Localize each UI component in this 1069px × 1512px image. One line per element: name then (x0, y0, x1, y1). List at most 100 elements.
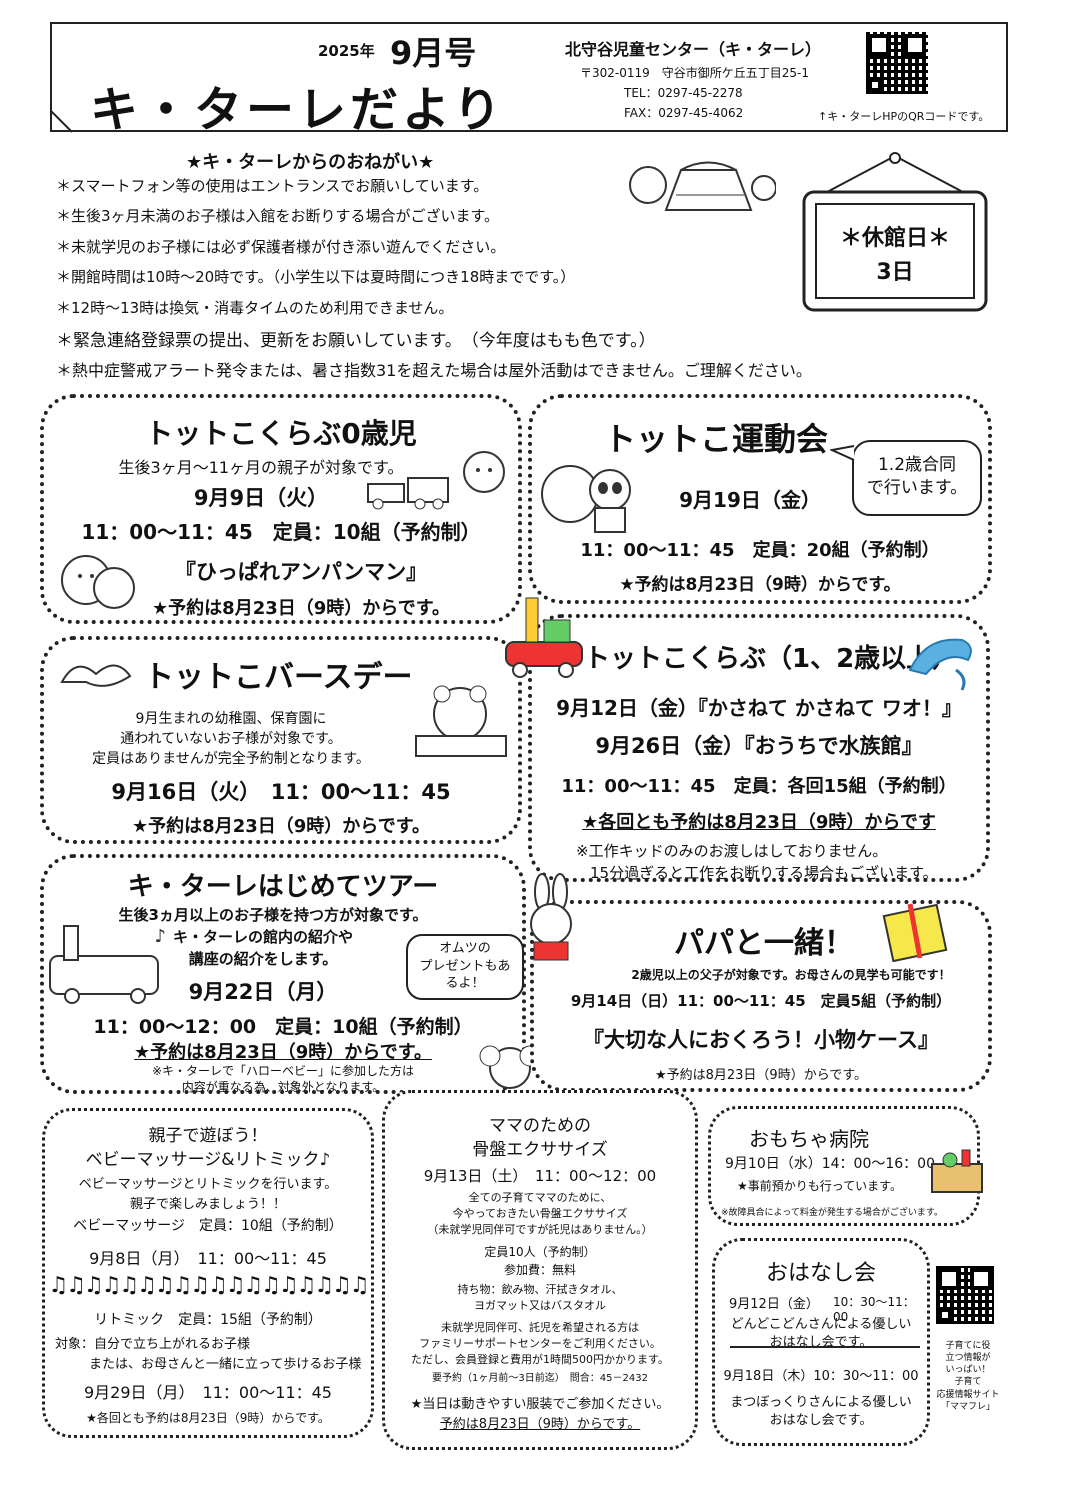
tour-desc: キ・ターレの館内の紹介や (172, 928, 353, 946)
pelvis-title: 骨盤エクササイズ (472, 1140, 608, 1160)
newsletter-title: キ・ターレだより (90, 82, 506, 138)
sports-bubble-line: 1.2歳合同 (877, 455, 957, 475)
address: 〒302-0119 守谷市御所ケ丘五丁目25-1 (580, 66, 810, 80)
music-notes-decoration: ♫♫♫♫♫♫♫♫♫♫♫♫♫♫♫♫♫♫ (48, 1273, 369, 1298)
tour-note: 内容が重なる為、対象外となります。 (181, 1080, 385, 1094)
pelvis-childcare: 未就学児同伴可、託児を希望される方は (441, 1321, 639, 1334)
rhythmic-capacity: リトミック 定員：15組（予約制） (94, 1312, 322, 1328)
dolphin-icon (908, 638, 972, 691)
building-illustration-icon (629, 161, 776, 211)
tel: TEL：0297-45-2278 (624, 86, 743, 100)
mamafure-qr-code[interactable] (936, 1266, 994, 1324)
pelvis-capacity: 定員10人（予約制） (484, 1245, 596, 1259)
pelvis-reserve: ★当日は動きやすい服装でご参加ください。 (410, 1397, 670, 1412)
papa-desc: 2歳児以上の父子が対象です。お母さんの見学も可能です！ (631, 968, 951, 982)
story-time: 10：30～11：00 (833, 1295, 915, 1324)
baby-club-date: 9月9日（火） (193, 486, 329, 510)
center-name: 北守谷児童センター（キ・ターレ） (565, 40, 822, 59)
rhythm-title: ベビーマッサージ&リトミック♪ (85, 1150, 331, 1170)
sports-bubble: 1.2歳合同 で行います。 (852, 440, 982, 516)
request-item: ＊未就学児のお子様には必ず保護者様が付き添い遊んでください。 (56, 238, 506, 256)
qr-caption: ↑キ・ターレHPのQRコードです。 (818, 110, 990, 123)
story-box: おはなし会 9月12日（金） 10：30～11：00 どんどこどんさんによる優し… (712, 1238, 930, 1446)
birthday-reserve: ★予約は8月23日（9時）からです。 (132, 816, 430, 837)
story-desc: どんどこどんさんによる優しい (730, 1317, 912, 1332)
pelvis-desc: 全ての子育てママのために、 (468, 1191, 612, 1204)
sports-reserve: ★予約は8月23日（9時）からです。 (619, 575, 901, 595)
toy-car-icon (505, 597, 583, 678)
header-corner-fold (50, 110, 73, 133)
papa-theme: 『大切な人におくろう！小物ケース』 (583, 1028, 939, 1052)
closed-sign-frame-icon (802, 152, 988, 312)
pelvis-reserve: 予約は8月23日（9時）からです。 (439, 1417, 641, 1432)
issue-year: 2025年 (318, 42, 375, 60)
papa-datetime: 9月14日（日）11：00～11：45 定員5組（予約制） (570, 992, 952, 1010)
sports-date: 9月19日（金） (679, 488, 821, 512)
request-item: ＊緊急連絡登録票の提出、更新をお願いしています。 （今年度はもも色です。） (56, 331, 656, 351)
club12-note: 15分過ぎると工作をお断りする場合もございます。 (590, 864, 938, 882)
story-divider (730, 1346, 920, 1348)
pelvis-childcare: ファミリーサポートセンターをご利用ください。 (419, 1337, 661, 1350)
tour-desc: 講座の紹介をします。 (188, 950, 338, 968)
club12-reserve: ★各回とも予約は8月23日（9時）からです (582, 812, 936, 833)
tour-title: キ・ターレはじめてツアー (127, 872, 439, 902)
massage-date: 9月8日（月） 11：00～11：45 (89, 1249, 327, 1268)
side-info-line: いっぱい！ (945, 1365, 991, 1376)
birthday-desc-line: 9月生まれの幼稚園、保育園に (135, 711, 327, 727)
pelvis-contact: 要予約（1ヶ月前～3日前迄） 問合：45－2432 (432, 1373, 648, 1384)
svg-text:♪: ♪ (155, 926, 167, 947)
side-info-line: 「ママフレ」 (940, 1401, 995, 1412)
birthday-desc-line: 定員はありませんが完全予約制となります。 (92, 751, 370, 767)
sports-bubble-line: で行います。 (866, 477, 968, 498)
side-info: 子育てに役 立つ情報が いっぱい！ 子育て 応援情報サイト 「ママフレ」 (930, 1340, 1006, 1413)
birthday-datetime: 9月16日（火） 11：00～11：45 (111, 780, 451, 804)
pelvis-childcare: ただし、会員登録と費用が1時間500円かかります。 (411, 1353, 669, 1366)
tour-bubble-line: オムツの (439, 941, 491, 956)
chicks-icon (61, 555, 135, 609)
papa-title: パパと一緒！ (674, 926, 854, 961)
rhythmic-date: 9月29日（月） 11：00～11：45 (84, 1383, 332, 1402)
request-item: ＊生後3ヶ月未満のお子様は入館をお断りする場合がございます。 (56, 207, 500, 225)
side-info-line: 子育て (954, 1377, 982, 1388)
pelvis-items: 持ち物：飲み物、汗拭きタオル、 (457, 1283, 623, 1296)
request-item: ＊熱中症警戒アラート発令または、暑さ指数31を超えた場合は屋外活動はできません。… (56, 361, 812, 380)
story-date: 9月12日（金） (729, 1297, 819, 1312)
toy-box-icon (931, 1149, 983, 1193)
side-info-line: 立つ情報が (945, 1353, 991, 1364)
pelvis-items: ヨガマット又はバスタオル (474, 1299, 606, 1312)
sports-time: 11：00～11：45 定員：20組（予約制） (580, 540, 940, 561)
toy-hospital-datetime: 9月10日（水）14：00～16：00 (725, 1156, 935, 1172)
birthday-title: トットこバースデー (144, 660, 413, 695)
sports-title: トットこ運動会 (604, 420, 829, 458)
bus-icon: ♪ (49, 925, 167, 1004)
pelvis-desc: 今やっておきたい骨盤エクササイズ (452, 1207, 628, 1220)
requests-title: ★キ・ターレからのおねがい★ (186, 152, 435, 173)
bubble-tail-icon (830, 445, 855, 461)
baby-club-target: 生後3ヶ月～11ヶ月の親子が対象です。 (118, 458, 404, 477)
rhythm-reserve: ★各回とも予約は8月23日（9時）からです。 (86, 1411, 330, 1425)
toy-train-icon (367, 451, 505, 510)
issue-month: 9月号 (390, 34, 477, 72)
closed-day: 3日 (876, 260, 914, 285)
club12-session: 9月26日（金）『おうちで水族館』 (595, 734, 923, 758)
side-info-line: 子育てに役 (945, 1341, 991, 1351)
request-item: ＊開館時間は10時～20時です。（小学生以下は夏時間につき18時までです。） (56, 268, 576, 286)
tour-bubble: オムツの プレゼントもあ るよ！ (406, 934, 524, 1000)
homepage-qr-code[interactable] (866, 32, 928, 94)
rhythm-desc: 親子で楽しみましょう！！ (129, 1197, 286, 1212)
request-item: ＊12時～13時は換気・消毒タイムのため利用できません。 (56, 299, 454, 317)
rhythm-desc: ベビーマッサージとリトミックを行います。 (78, 1177, 338, 1192)
toy-hospital-small: ※故障具合によって料金が発生する場合がございます。 (721, 1208, 943, 1218)
club12-time: 11：00～11：45 定員：各回15組（予約制） (561, 776, 957, 797)
rhythm-title: 親子で遊ぼう！ (148, 1126, 268, 1146)
tour-date: 9月22日（月） (188, 980, 338, 1004)
pelvis-datetime: 9月13日（土） 11：00～12：00 (423, 1167, 657, 1185)
toy-hospital-note: ★事前預かりも行っています。 (737, 1179, 902, 1193)
bear-cake-icon (415, 685, 507, 757)
tour-reserve: ★予約は8月23日（9時）からです。 (134, 1042, 432, 1063)
baby-club-theme: 『ひっぱれアンパンマン』 (174, 560, 428, 584)
rhythmic-target: または、お母さんと一緒に立って歩けるお子様 (89, 1357, 362, 1372)
header-frame (50, 22, 1008, 132)
club12-box: トットこくらぶ（1、2歳以上） 9月12日（金）『かさねて かさねて ワオ！』 … (528, 614, 990, 882)
side-info-line: 応援情報サイト (936, 1389, 1000, 1400)
